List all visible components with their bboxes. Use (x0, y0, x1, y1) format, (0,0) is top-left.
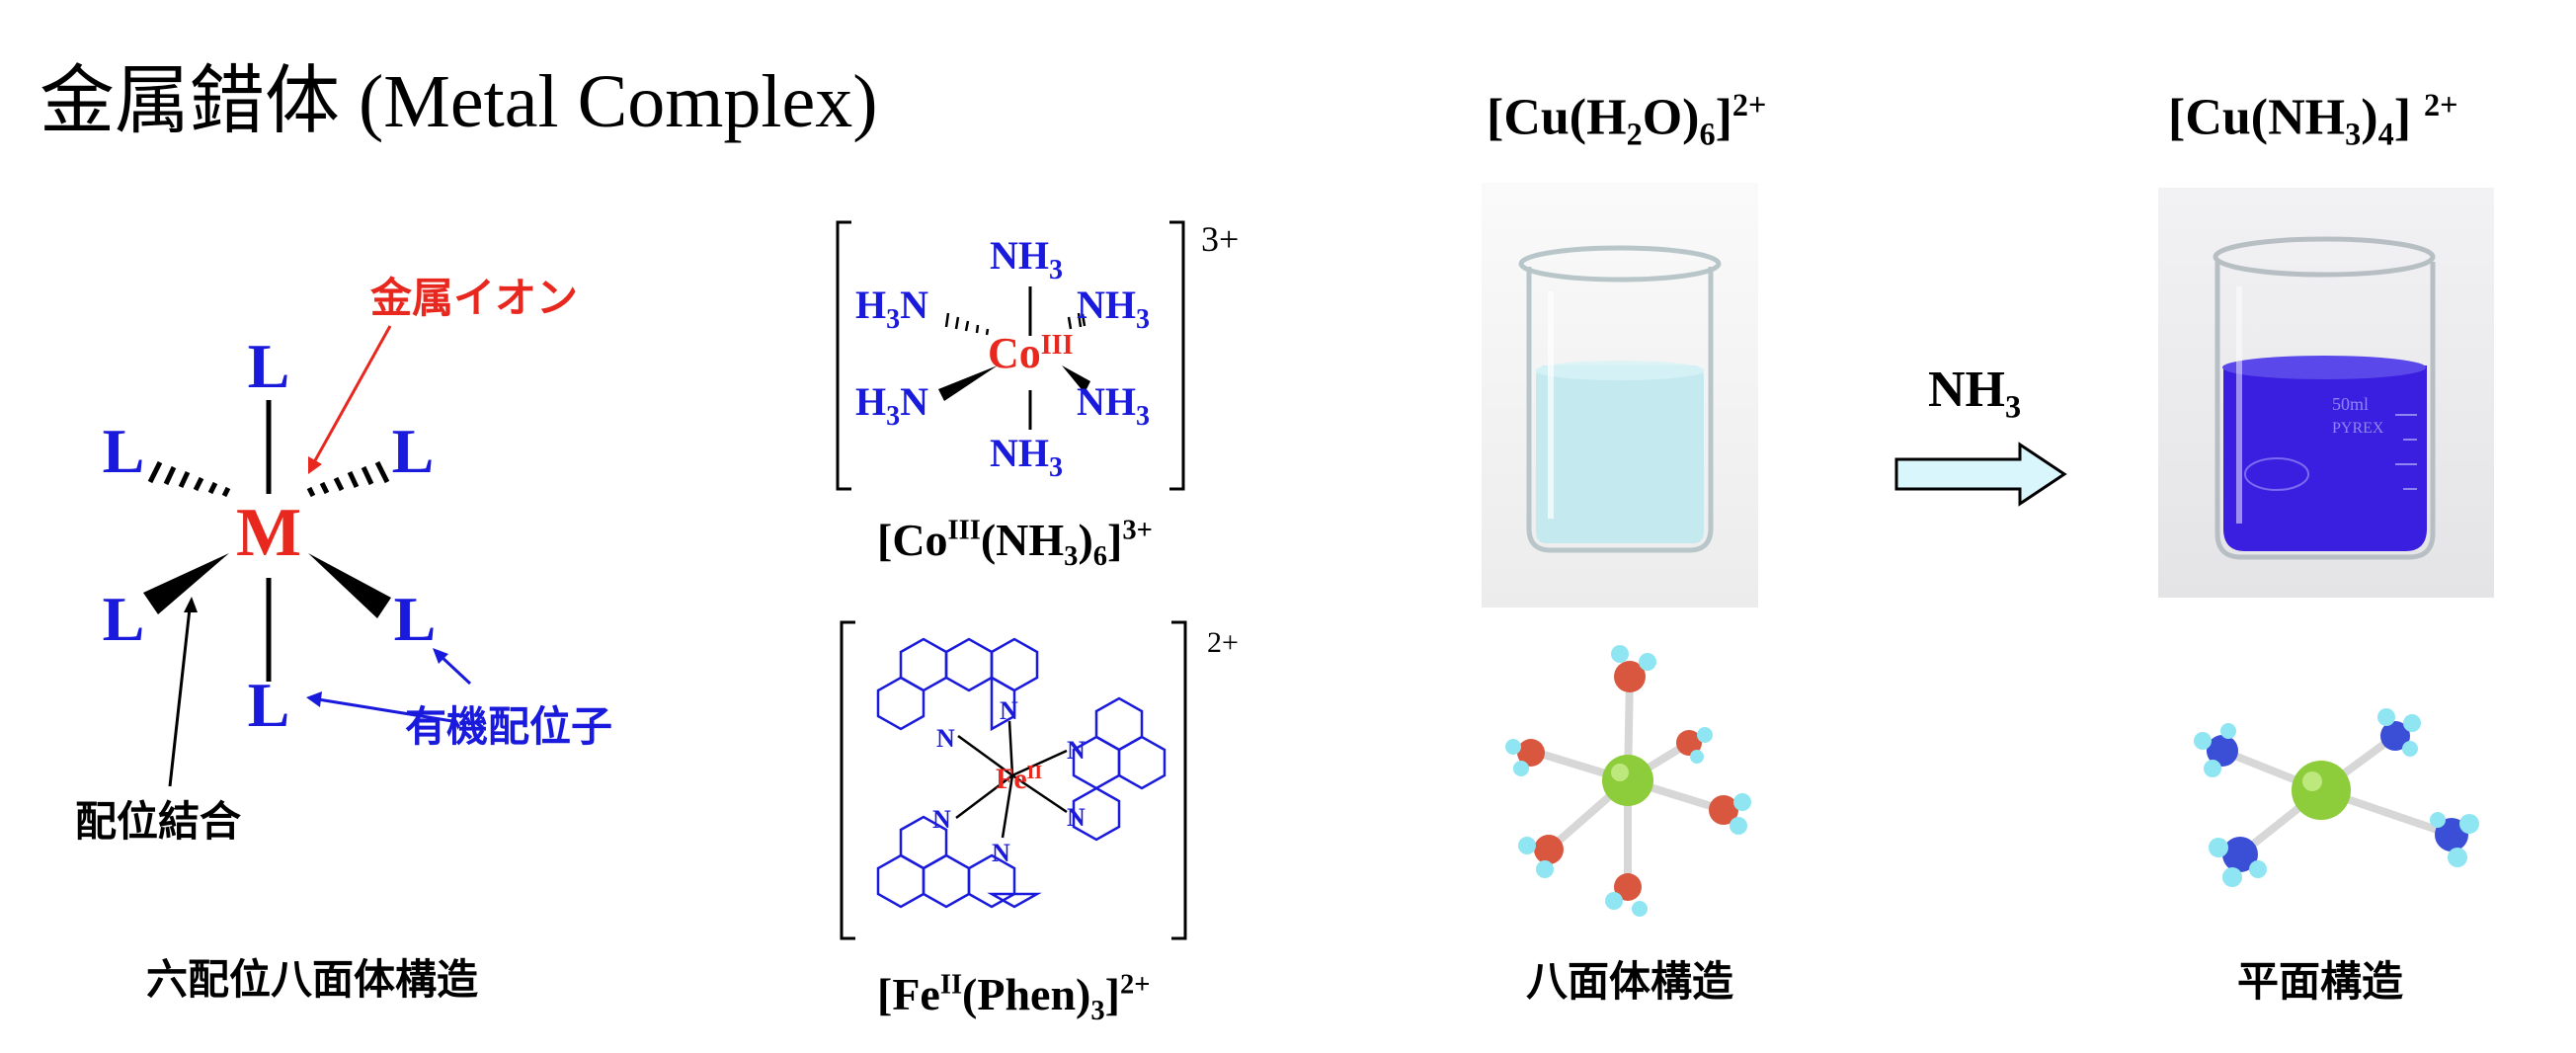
ligand-upper-right: L (392, 416, 435, 486)
nitrogen-1: N (936, 724, 955, 753)
nitrogen-5: N (932, 805, 951, 834)
ammine-bottom: NH3 (990, 431, 1063, 483)
ammine-top: NH3 (990, 233, 1063, 285)
beaker-marking-volume: 50ml (2332, 394, 2369, 414)
ligand-lower-right: L (394, 584, 437, 654)
ammine-lower-right: NH3 (1077, 379, 1150, 432)
beaker-light-blue (1482, 183, 1758, 608)
bond-lines (143, 400, 391, 682)
reaction-reagent: NH3 (1928, 362, 2022, 425)
ammine-upper-right: NH3 (1077, 283, 1150, 335)
complex-charge: 3+ (1201, 219, 1239, 259)
copper-ammine-formula: [Cu(NH3)4] 2+ (2168, 87, 2458, 152)
ligand-bottom: L (248, 670, 290, 740)
square-planar-3d-model (2194, 708, 2479, 887)
fe-n-bonds (955, 720, 1068, 839)
metal-symbol: M (236, 495, 301, 571)
iron-brackets (840, 620, 1187, 940)
beaker-body (2214, 262, 2436, 560)
co-wedge-right (1062, 365, 1090, 393)
ammine-lower-left: H3N (855, 379, 928, 432)
fe-nitrogen-atoms: N N N N N N (932, 696, 1086, 867)
ammine-caption: 平面構造 (2237, 957, 2404, 1006)
oxygen-atoms (1517, 661, 1738, 901)
beaker-rim (1518, 245, 1722, 283)
copper-aqua-formula: [Cu(H2O)6]2+ (1487, 87, 1767, 152)
hydrogen-atoms (1505, 645, 1751, 917)
cobalt-formula: [CoIII(NH3)6]3+ (877, 515, 1153, 573)
co-wedge-left (938, 365, 998, 401)
co-hashed-bonds (944, 312, 1087, 336)
beaker-body (1526, 267, 1714, 553)
annotation-arrows (168, 325, 472, 787)
ligand-upper-left: L (103, 416, 145, 486)
nitrogen-atoms (2207, 721, 2468, 872)
page-title: 金属錯体 (Metal Complex) (40, 60, 878, 143)
reaction-arrow (1894, 442, 2067, 507)
hashed-bond-right (306, 460, 390, 498)
schematic-caption: 六配位八面体構造 (146, 955, 479, 1004)
beaker-marking-brand: PYREX (2332, 420, 2384, 437)
metal-ion-label: 金属イオン (370, 274, 579, 322)
cobalt-complex-structure: 3+ CoIII NH3 H3N NH3 H3N NH3 NH3 (836, 219, 1239, 491)
nitrogen-3: N (1067, 736, 1086, 765)
copper-atom (2292, 761, 2351, 820)
aqua-solution (1536, 365, 1704, 543)
beaker-deep-blue: 50ml PYREX (2158, 188, 2494, 598)
nitrogen-2: N (1000, 696, 1018, 725)
phen-ligand-lower (876, 815, 1042, 909)
iron-complex-structure: 2+ N N N N N N FeII (840, 620, 1239, 940)
ligand-lower-left: L (103, 584, 145, 654)
aqua-caption: 八面体構造 (1526, 957, 1734, 1006)
fe-metal: FeII (996, 762, 1042, 795)
ammine-solution (2223, 365, 2427, 551)
nitrogen-6: N (992, 839, 1010, 867)
phen-ligand-upper (876, 637, 1039, 732)
iron-charge: 2+ (1207, 626, 1239, 659)
octahedral-schematic: M L L L L L L (103, 325, 472, 787)
nitrogen-4: N (1067, 803, 1086, 832)
hydrogen-atoms (2194, 708, 2479, 887)
wedge-bond-left (143, 553, 229, 614)
co-metal: CoIII (988, 329, 1073, 377)
complex-brackets (836, 220, 1185, 491)
bond-label: 配位結合 (75, 797, 242, 846)
ammine-upper-left: H3N (855, 283, 928, 335)
beaker-rim (2213, 236, 2436, 278)
ligand-label: 有機配位子 (405, 702, 613, 751)
iron-formula: [FeII(Phen)3]2+ (877, 969, 1151, 1027)
octahedral-3d-model (1505, 645, 1751, 917)
co-ammine-ligands: NH3 H3N NH3 H3N NH3 NH3 (855, 233, 1150, 483)
wedge-bond-right (308, 553, 391, 618)
hashed-bond-left (147, 460, 231, 498)
ligand-top: L (248, 331, 290, 401)
copper-atom (1602, 755, 1653, 806)
phen-ligand-right (1072, 696, 1167, 842)
